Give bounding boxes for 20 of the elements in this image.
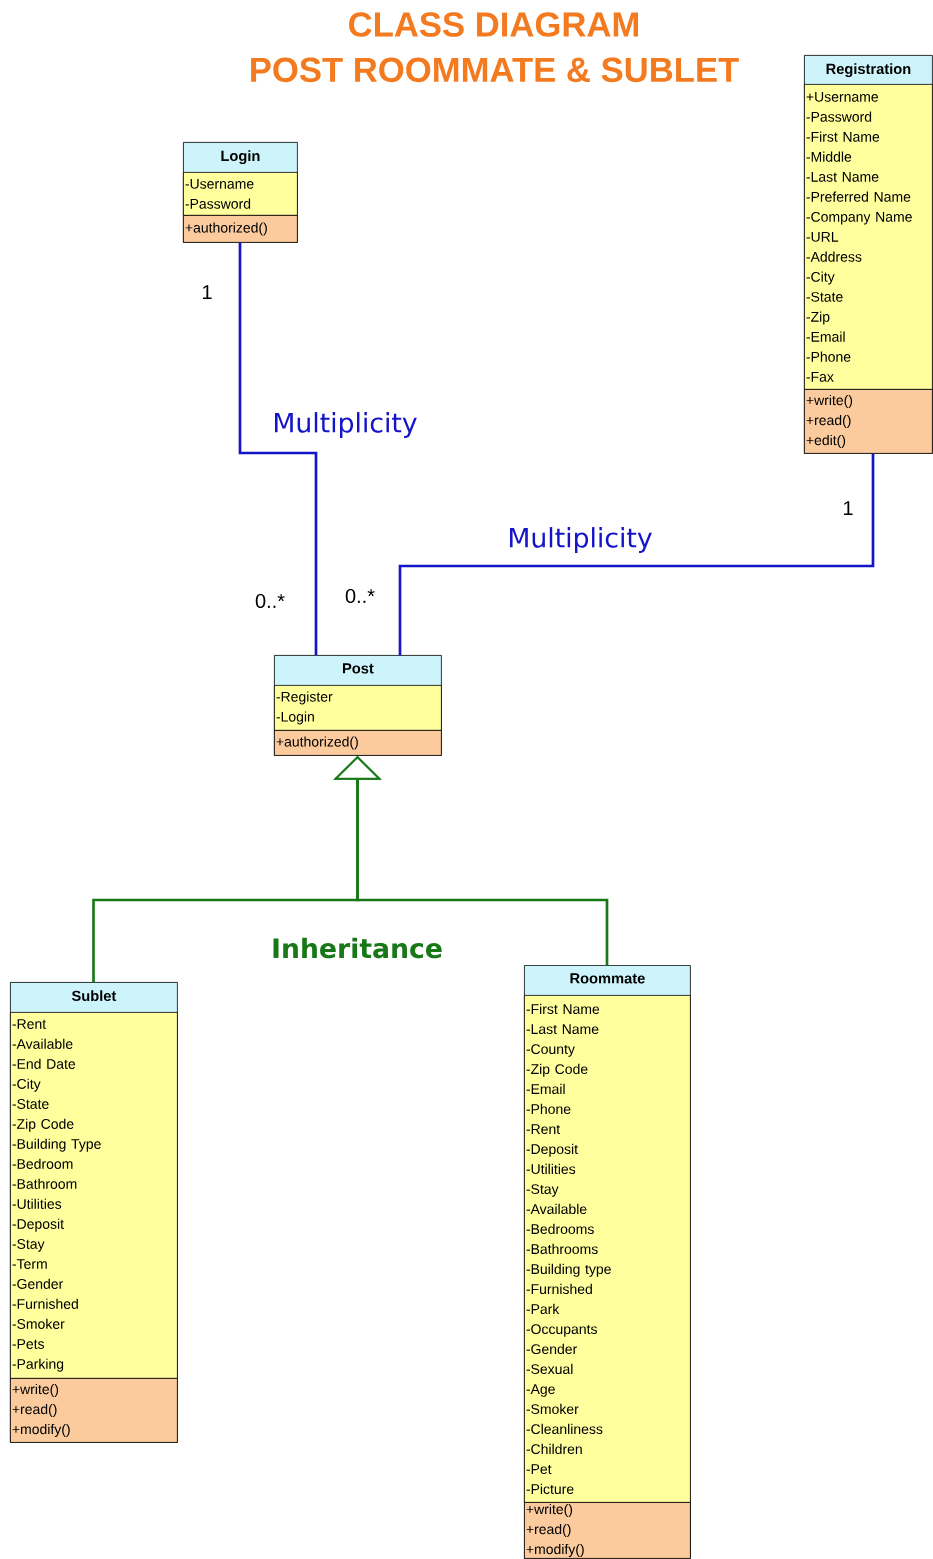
attribute-list: -Username -Password xyxy=(183,172,298,216)
association-line xyxy=(398,453,875,655)
method-list: +authorized() xyxy=(183,215,298,243)
title: CLASS DIAGRAM POST ROOMMATE & SUBLET xyxy=(251,12,739,83)
method-list: +write() +read() +edit() xyxy=(804,389,933,454)
attribute-list: +Username -Password -First Name -Middle -Last Name -Preferred Name -Company Name -URL -Address -City -State -Zip -Email -Phone -Fax xyxy=(804,84,933,390)
inheritance-label: Inheritance xyxy=(269,936,445,960)
multiplicity-label: 0..* xyxy=(345,588,375,604)
method-list: +write() +read() +modify() xyxy=(524,1502,691,1559)
association-line xyxy=(238,242,318,655)
multiplicity-label: 1 xyxy=(202,285,212,299)
method-list: +authorized() xyxy=(274,730,442,756)
attribute-list: -First Name -Last Name -County -Zip Code -Email -Phone -Rent -Deposit -Utilities -Stay -Available -Bedrooms -Bathrooms -Building type -Furnished -Park -Occupants -Gender -Sexual -Age -Smoker -Cleanliness -Children -Pet -Picture xyxy=(524,995,691,1503)
attribute-list: -Register -Login xyxy=(274,685,442,731)
multiplicity-label: 0..* xyxy=(255,593,285,609)
edge-label: Multiplicity xyxy=(506,525,654,555)
method-list: +write() +read() +modify() xyxy=(10,1378,178,1443)
edge-label: Multiplicity xyxy=(271,410,419,440)
multiplicity-label: 1 xyxy=(843,501,853,515)
attribute-list: -Rent -Available -End Date -City -State -Zip Code -Building Type -Bedroom -Bathroom -Utilities -Deposit -Stay -Term -Gender -Furnished -Smoker -Pets -Parking xyxy=(10,1012,178,1379)
